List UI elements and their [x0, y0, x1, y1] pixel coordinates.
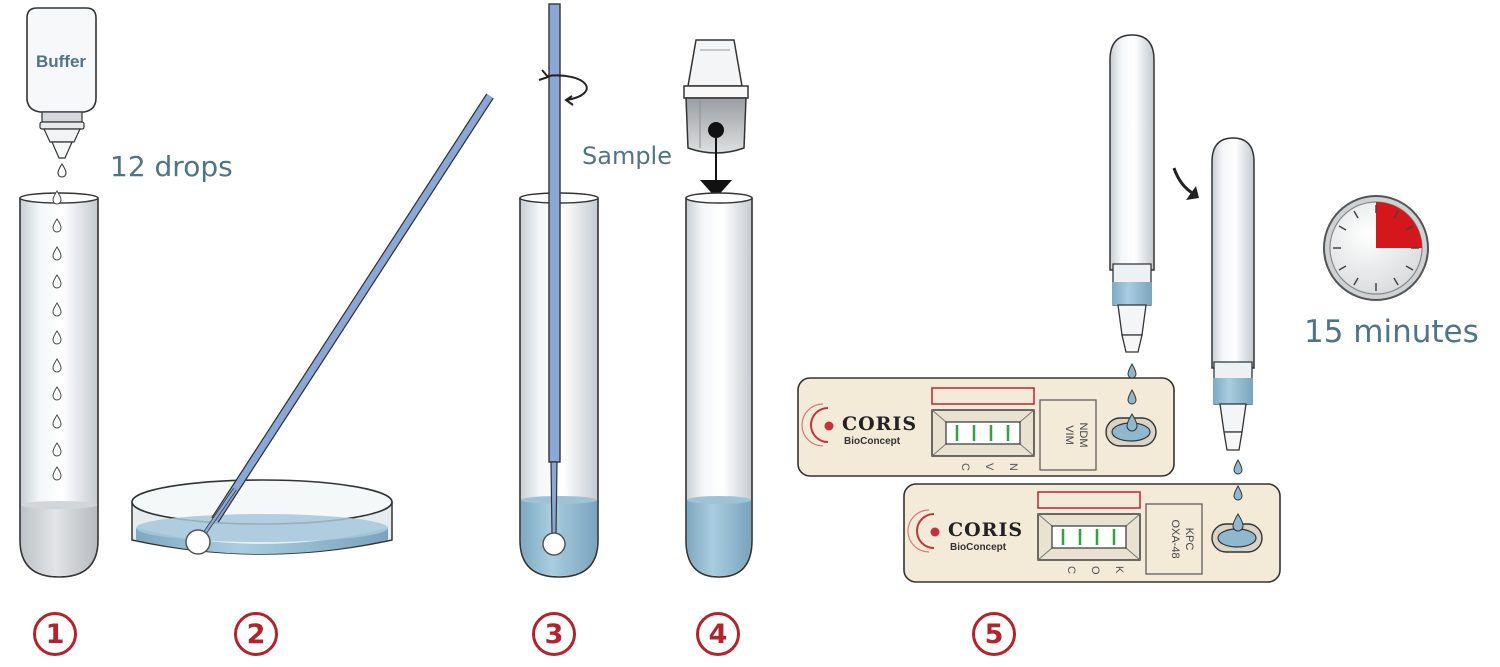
line-label-n: N — [1007, 463, 1019, 471]
step-2-badge: 2 — [234, 612, 278, 656]
step-3-badge: 3 — [532, 612, 576, 656]
line-label-c: C — [1065, 566, 1077, 574]
timer-elapsed-wedge — [1376, 202, 1422, 248]
step-5-badge: 5 — [972, 612, 1016, 656]
swab-step2 — [185, 93, 494, 555]
falling-drops — [52, 190, 62, 481]
target-ndm: NDM — [1077, 422, 1089, 447]
coris-logo — [907, 509, 940, 553]
inverted-tube-2 — [1211, 137, 1255, 451]
dropper-cap — [683, 39, 749, 198]
tube-step1 — [19, 190, 99, 578]
cassette-sub: BioConcept — [844, 436, 901, 447]
line-label-o: O — [1089, 566, 1101, 575]
sample-drops-2 — [1232, 458, 1244, 532]
cassette-oxa48-kpc: CORIS BioConcept C O K OXA-48 KPC — [903, 483, 1281, 583]
cassette-vim-ndm: CORIS BioConcept C V N VIM NDM — [797, 377, 1175, 477]
tube-step3 — [519, 3, 599, 578]
sample-label: Sample — [582, 142, 672, 170]
line-label-k: K — [1113, 566, 1125, 574]
step-4-badge: 4 — [696, 612, 740, 656]
tube-step4 — [685, 192, 753, 578]
rotate-arrow-icon — [538, 69, 588, 106]
coris-logo — [801, 403, 834, 447]
inverted-tube-1 — [1109, 34, 1155, 353]
petri-dish — [131, 479, 393, 555]
timer-icon — [1323, 195, 1429, 301]
drop-icon — [57, 163, 67, 178]
target-vim: VIM — [1063, 425, 1075, 445]
buffer-bottle — [26, 7, 97, 178]
cassette-brand: CORIS — [842, 413, 917, 435]
drops-label: 12 drops — [110, 150, 233, 183]
target-kpc: KPC — [1183, 528, 1195, 551]
cassette-brand: CORIS — [948, 519, 1023, 541]
line-label-v: V — [983, 463, 995, 471]
duration-label: 15 minutes — [1304, 314, 1479, 350]
curved-arrow-icon — [1172, 167, 1199, 200]
buffer-label: Buffer — [36, 52, 86, 71]
cassette-sub: BioConcept — [950, 542, 1007, 553]
step-1-badge: 1 — [33, 612, 77, 656]
target-oxa48: OXA-48 — [1169, 519, 1181, 558]
sample-drops-1 — [1126, 362, 1138, 432]
line-label-c: C — [959, 463, 971, 471]
